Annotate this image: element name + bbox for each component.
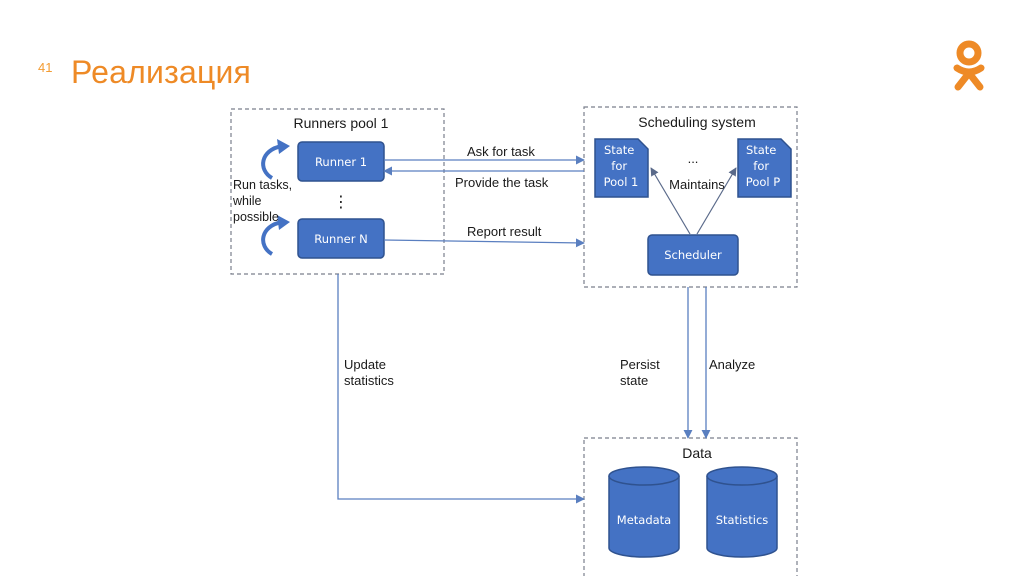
maintains-label: Maintains (669, 177, 725, 192)
runner-first-label: Runner 1 (315, 155, 367, 169)
runners-pool-group: Runners pool 1 Runner 1 ⋮ Runner N Run t… (230, 108, 445, 275)
metadata-label: Metadata (617, 513, 671, 527)
maintains-arrow-left (650, 167, 691, 235)
data-group: Data Metadata Statistics (583, 437, 798, 576)
state-first-label: State for Pool 1 (604, 143, 639, 189)
scheduler-box[interactable] (647, 234, 739, 276)
runner-last-box[interactable] (297, 218, 385, 259)
state-last-box[interactable] (737, 138, 792, 198)
maintains-arrow-right (696, 167, 737, 235)
state-last-label: State for Pool P (746, 143, 780, 189)
curved-arrow-icon (261, 215, 290, 256)
state-first-box[interactable] (594, 138, 649, 198)
report-result-label: Report result (467, 224, 542, 239)
statistics-cylinder[interactable] (706, 466, 778, 558)
states-ellipsis: ... (688, 151, 699, 166)
scheduling-system-group: Scheduling system State for Pool 1 State… (583, 106, 798, 288)
scheduling-system-border (583, 106, 798, 288)
loop-label: Run tasks, while possible (232, 178, 296, 224)
metadata-cylinder[interactable] (608, 466, 680, 558)
runner-last-label: Runner N (314, 232, 367, 246)
slide-number: 41 (38, 60, 53, 75)
runners-ellipsis: ⋮ (333, 194, 349, 211)
curved-arrow-icon (261, 139, 290, 180)
update-statistics-label: Update statistics (344, 357, 394, 388)
runner-first-box[interactable] (297, 141, 385, 182)
scheduling-system-title: Scheduling system (638, 114, 756, 130)
odnoklassniki-logo-icon (953, 40, 985, 91)
report-result-arrow (383, 238, 585, 248)
ask-for-task-label: Ask for task (467, 144, 535, 159)
slide-title: Реализация (71, 54, 252, 90)
runners-pool-title: Runners pool 1 (294, 115, 389, 131)
scheduler-label: Scheduler (664, 248, 722, 262)
provide-task-label: Provide the task (455, 175, 549, 190)
statistics-label: Statistics (716, 513, 769, 527)
data-title: Data (682, 445, 712, 461)
update-statistics-arrow (337, 274, 585, 504)
analyze-label: Analyze (709, 357, 755, 372)
persist-state-label: Persist state (620, 357, 663, 388)
